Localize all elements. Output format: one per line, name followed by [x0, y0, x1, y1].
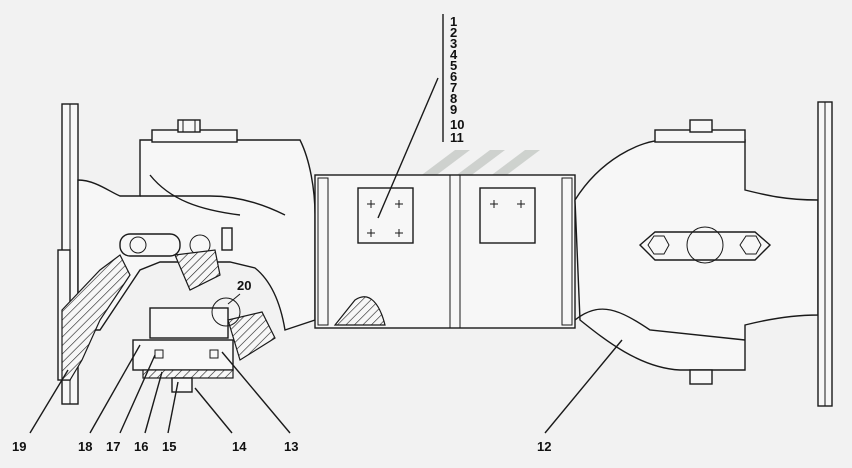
- callout-7: 7: [450, 80, 457, 95]
- callout-10: 10: [450, 117, 464, 132]
- callout-1: 1: [450, 14, 457, 29]
- callout-15: 15: [162, 439, 176, 454]
- callout-14: 14: [232, 439, 247, 454]
- callout-3: 3: [450, 36, 457, 51]
- callout-20: 20: [227, 278, 251, 305]
- callout-20-label: 20: [237, 278, 251, 293]
- callout-12: 12: [537, 439, 551, 454]
- callout-17: 17: [106, 439, 120, 454]
- callout-6: 6: [450, 69, 457, 84]
- callout-8: 8: [450, 91, 457, 106]
- cutaway-section: [61, 227, 276, 393]
- callout-5: 5: [450, 58, 457, 73]
- callouts-bottom: 19 18 17 16 15 14 13 12: [12, 439, 551, 454]
- bottom-leaders: [29, 339, 623, 434]
- right-flange: [817, 101, 833, 407]
- callout-4: 4: [450, 47, 458, 62]
- shaft-tube: [314, 174, 576, 329]
- callout-16: 16: [134, 439, 148, 454]
- callout-stack-top: 1 2 3 4 5 6 7 8 9 10 11: [377, 14, 464, 219]
- callout-18: 18: [78, 439, 92, 454]
- callout-13: 13: [284, 439, 298, 454]
- callout-19: 19: [12, 439, 26, 454]
- callout-11: 11: [450, 130, 464, 145]
- left-yoke: [77, 119, 316, 331]
- balance-plate-marks: [367, 200, 525, 237]
- callout-2: 2: [450, 25, 457, 40]
- callout-9: 9: [450, 102, 457, 117]
- right-yoke: [574, 119, 819, 385]
